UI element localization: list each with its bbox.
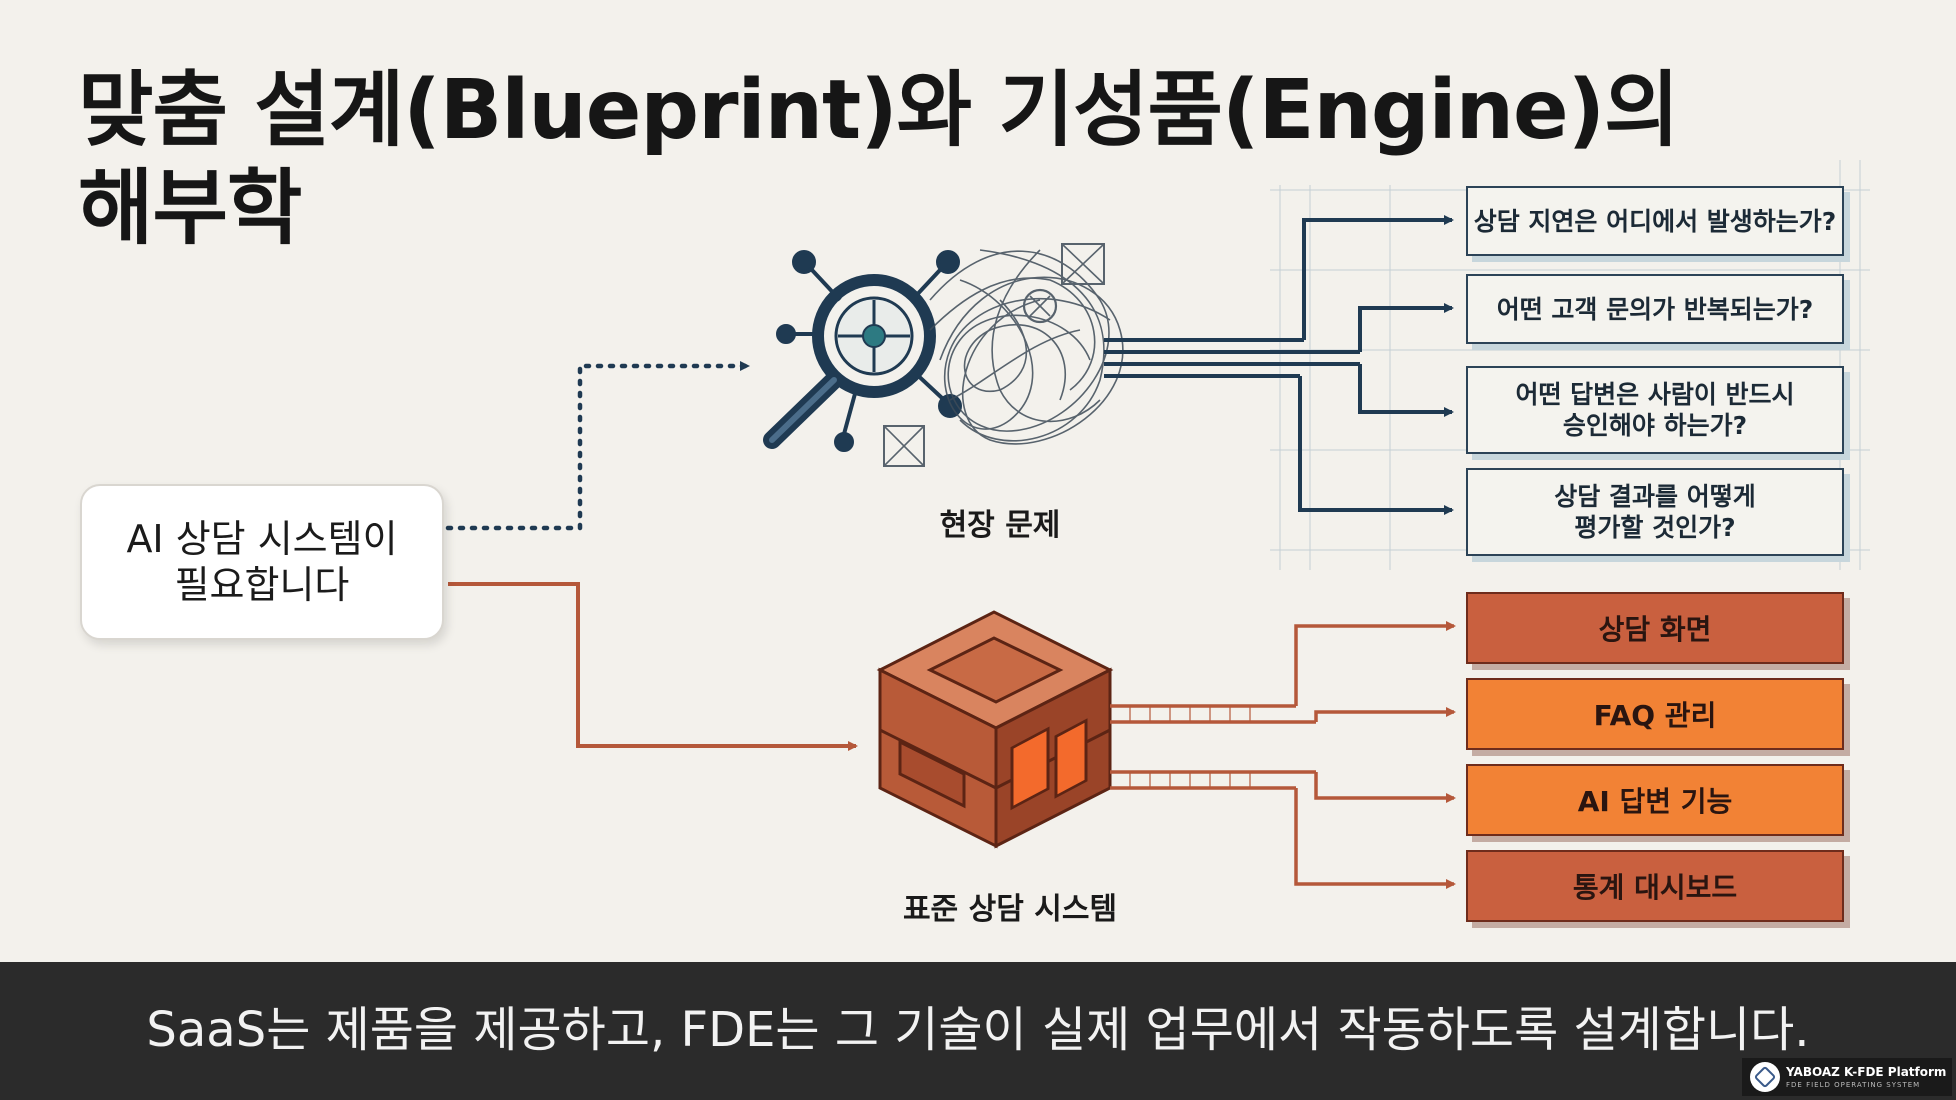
question-box-4: 상담 결과를 어떻게 평가할 것인가?	[1466, 468, 1844, 556]
requirement-line-1: AI 상담 시스템이	[126, 517, 398, 561]
page-title-line-2: 해부학	[78, 161, 302, 256]
caption-text: SaaS는 제품을 제공하고, FDE는 그 기술이 실제 업무에서 작동하도록…	[146, 1002, 1810, 1058]
page-title-line-1: 맞춤 설계(Blueprint)와 기성품(Engine)의	[78, 63, 1680, 158]
question-4-line-1: 상담 결과를 어떻게	[1554, 482, 1756, 511]
question-box-3: 어떤 답변은 사람이 반드시 승인해야 하는가?	[1466, 366, 1844, 454]
module-box-1: 상담 화면	[1466, 592, 1844, 664]
engine-connectors	[1110, 621, 1456, 889]
blueprint-label: 현장 문제	[939, 508, 1061, 543]
blueprint-connectors	[1104, 215, 1454, 515]
requirement-box: AI 상담 시스템이 필요합니다	[80, 484, 444, 640]
question-3-line-1: 어떤 답변은 사람이 반드시	[1515, 380, 1795, 409]
engine-bus-ticks	[1129, 706, 1251, 788]
page-title: 맞춤 설계(Blueprint)와 기성품(Engine)의 해부학	[78, 62, 1680, 258]
module-box-4: 통계 대시보드	[1466, 850, 1844, 922]
module-box-3: AI 답변 기능	[1466, 764, 1844, 836]
engine-cube-icon	[876, 610, 1114, 849]
question-4-line-2: 평가할 것인가?	[1574, 513, 1736, 542]
question-2-line-1: 어떤 고객 문의가 반복되는가?	[1496, 294, 1814, 324]
caption-bar: SaaS는 제품을 제공하고, FDE는 그 기술이 실제 업무에서 작동하도록…	[0, 962, 1956, 1100]
requirement-line-2: 필요합니다	[174, 563, 350, 607]
solid-arrow-to-engine	[448, 582, 858, 751]
brand-text: YABOAZ K-FDE Platform FDE FIELD OPERATIN…	[1786, 1065, 1946, 1090]
brand-badge: YABOAZ K-FDE Platform FDE FIELD OPERATIN…	[1742, 1058, 1952, 1096]
question-box-1: 상담 지연은 어디에서 발생하는가?	[1466, 186, 1844, 256]
brand-name: YABOAZ K-FDE Platform	[1786, 1064, 1947, 1079]
question-3-line-2: 승인해야 하는가?	[1562, 411, 1748, 440]
brand-logo-icon	[1750, 1062, 1780, 1092]
question-1-line-1: 상담 지연은 어디에서 발생하는가?	[1473, 206, 1837, 236]
module-box-2: FAQ 관리	[1466, 678, 1844, 750]
tangled-network-icon	[883, 243, 1124, 467]
brand-subtitle: FDE FIELD OPERATING SYSTEM	[1786, 1080, 1921, 1089]
magnifier-icon	[763, 250, 962, 452]
dotted-arrow-to-field	[445, 361, 751, 531]
question-box-2: 어떤 고객 문의가 반복되는가?	[1466, 274, 1844, 344]
engine-label: 표준 상담 시스템	[902, 892, 1118, 927]
